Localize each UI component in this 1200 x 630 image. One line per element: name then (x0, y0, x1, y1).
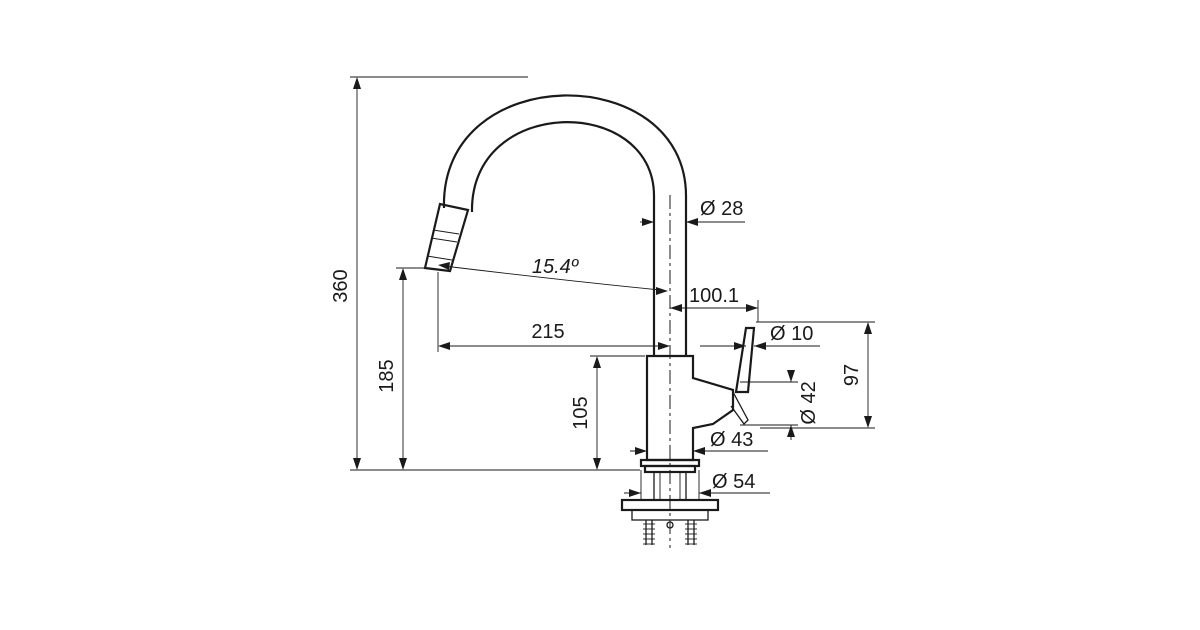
dimension-lever-height: 97 (756, 321, 875, 429)
body-diameter-label: Ø 43 (710, 429, 753, 451)
dimension-reach: 215 (437, 272, 670, 352)
reach-angle-label: 15.4º (532, 256, 580, 278)
dimension-lever-diameter: Ø 10 (700, 323, 820, 350)
dimension-base-diameter: Ø 54 (624, 470, 770, 500)
dimension-spout-diameter: Ø 28 (640, 198, 745, 226)
total-height-label: 360 (330, 269, 352, 302)
dimension-spout-height: 185 (376, 267, 428, 470)
spout-diameter-label: Ø 28 (700, 198, 743, 220)
handle-diameter-label: Ø 42 (798, 381, 820, 424)
spout-height-label: 185 (376, 359, 398, 392)
mounting-bolt-left (643, 520, 655, 545)
body-height-label: 105 (570, 396, 592, 429)
dimension-body-height: 105 (570, 355, 645, 470)
dimension-reach-angle: 15.4º (438, 256, 668, 295)
reach-label: 215 (531, 321, 564, 343)
dimension-handle-diameter: Ø 42 (740, 370, 820, 440)
mounting-bolt-right (685, 520, 697, 545)
dimension-lever-offset: 100.1 (670, 285, 759, 322)
dimension-body-diameter: Ø 43 (630, 429, 768, 455)
base-diameter-label: Ø 54 (712, 471, 755, 493)
lever-height-label: 97 (841, 364, 863, 386)
dimension-total-height: 360 (330, 76, 640, 471)
lever-offset-label: 100.1 (689, 285, 739, 307)
faucet-outline (423, 94, 756, 545)
lever-diameter-label: Ø 10 (770, 323, 813, 345)
